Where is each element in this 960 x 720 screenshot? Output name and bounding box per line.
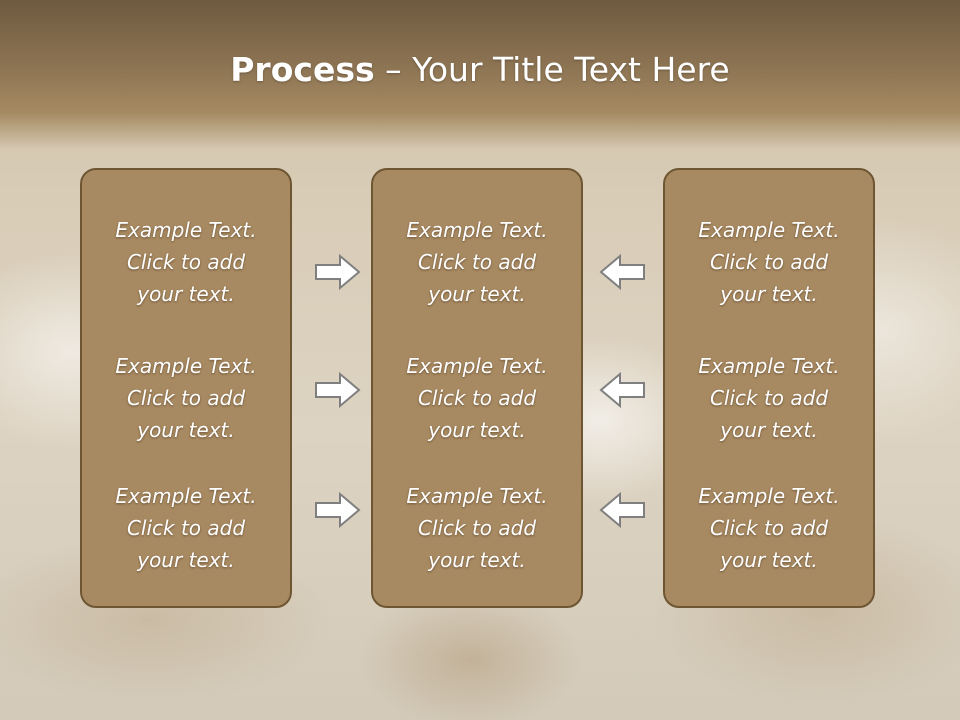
left-arrow-icon[interactable] <box>598 490 646 530</box>
text-line: your text. <box>720 282 818 306</box>
process-panel-left[interactable]: Example Text. Click to add your text. Ex… <box>80 168 292 608</box>
text-line: Click to add <box>709 516 829 540</box>
text-line: your text. <box>428 548 526 572</box>
text-line: Example Text. <box>698 218 840 242</box>
right-arrow-icon[interactable] <box>314 490 362 530</box>
panel-text-block[interactable]: Example Text. Click to add your text. <box>665 350 873 446</box>
slide-title[interactable]: Process – Your Title Text Here <box>0 50 960 89</box>
text-line: Example Text. <box>115 218 257 242</box>
panel-text-block[interactable]: Example Text. Click to add your text. <box>82 214 290 310</box>
text-line: your text. <box>428 418 526 442</box>
panel-text-block[interactable]: Example Text. Click to add your text. <box>665 214 873 310</box>
text-line: Example Text. <box>115 484 257 508</box>
left-arrow-icon[interactable] <box>598 370 646 410</box>
title-band <box>0 0 960 150</box>
title-rest: – Your Title Text Here <box>374 50 730 89</box>
text-line: your text. <box>137 418 235 442</box>
text-line: your text. <box>720 418 818 442</box>
text-line: Example Text. <box>115 354 257 378</box>
panel-text-block[interactable]: Example Text. Click to add your text. <box>82 480 290 576</box>
text-line: Click to add <box>709 250 829 274</box>
text-line: Example Text. <box>406 218 548 242</box>
process-panel-center[interactable]: Example Text. Click to add your text. Ex… <box>371 168 583 608</box>
panel-text-block[interactable]: Example Text. Click to add your text. <box>665 480 873 576</box>
right-arrow-icon[interactable] <box>314 252 362 292</box>
process-panel-right[interactable]: Example Text. Click to add your text. Ex… <box>663 168 875 608</box>
text-line: your text. <box>137 548 235 572</box>
text-line: your text. <box>428 282 526 306</box>
text-line: Click to add <box>709 386 829 410</box>
panel-text-block[interactable]: Example Text. Click to add your text. <box>373 350 581 446</box>
left-arrow-icon[interactable] <box>598 252 646 292</box>
text-line: Click to add <box>126 386 246 410</box>
text-line: your text. <box>720 548 818 572</box>
text-line: Example Text. <box>406 484 548 508</box>
panel-text-block[interactable]: Example Text. Click to add your text. <box>373 480 581 576</box>
text-line: Example Text. <box>406 354 548 378</box>
right-arrow-icon[interactable] <box>314 370 362 410</box>
text-line: Click to add <box>417 386 537 410</box>
text-line: Example Text. <box>698 354 840 378</box>
panel-text-block[interactable]: Example Text. Click to add your text. <box>373 214 581 310</box>
text-line: Click to add <box>126 516 246 540</box>
text-line: Click to add <box>126 250 246 274</box>
title-bold: Process <box>230 50 375 89</box>
text-line: Click to add <box>417 516 537 540</box>
panel-text-block[interactable]: Example Text. Click to add your text. <box>82 350 290 446</box>
text-line: your text. <box>137 282 235 306</box>
text-line: Click to add <box>417 250 537 274</box>
text-line: Example Text. <box>698 484 840 508</box>
